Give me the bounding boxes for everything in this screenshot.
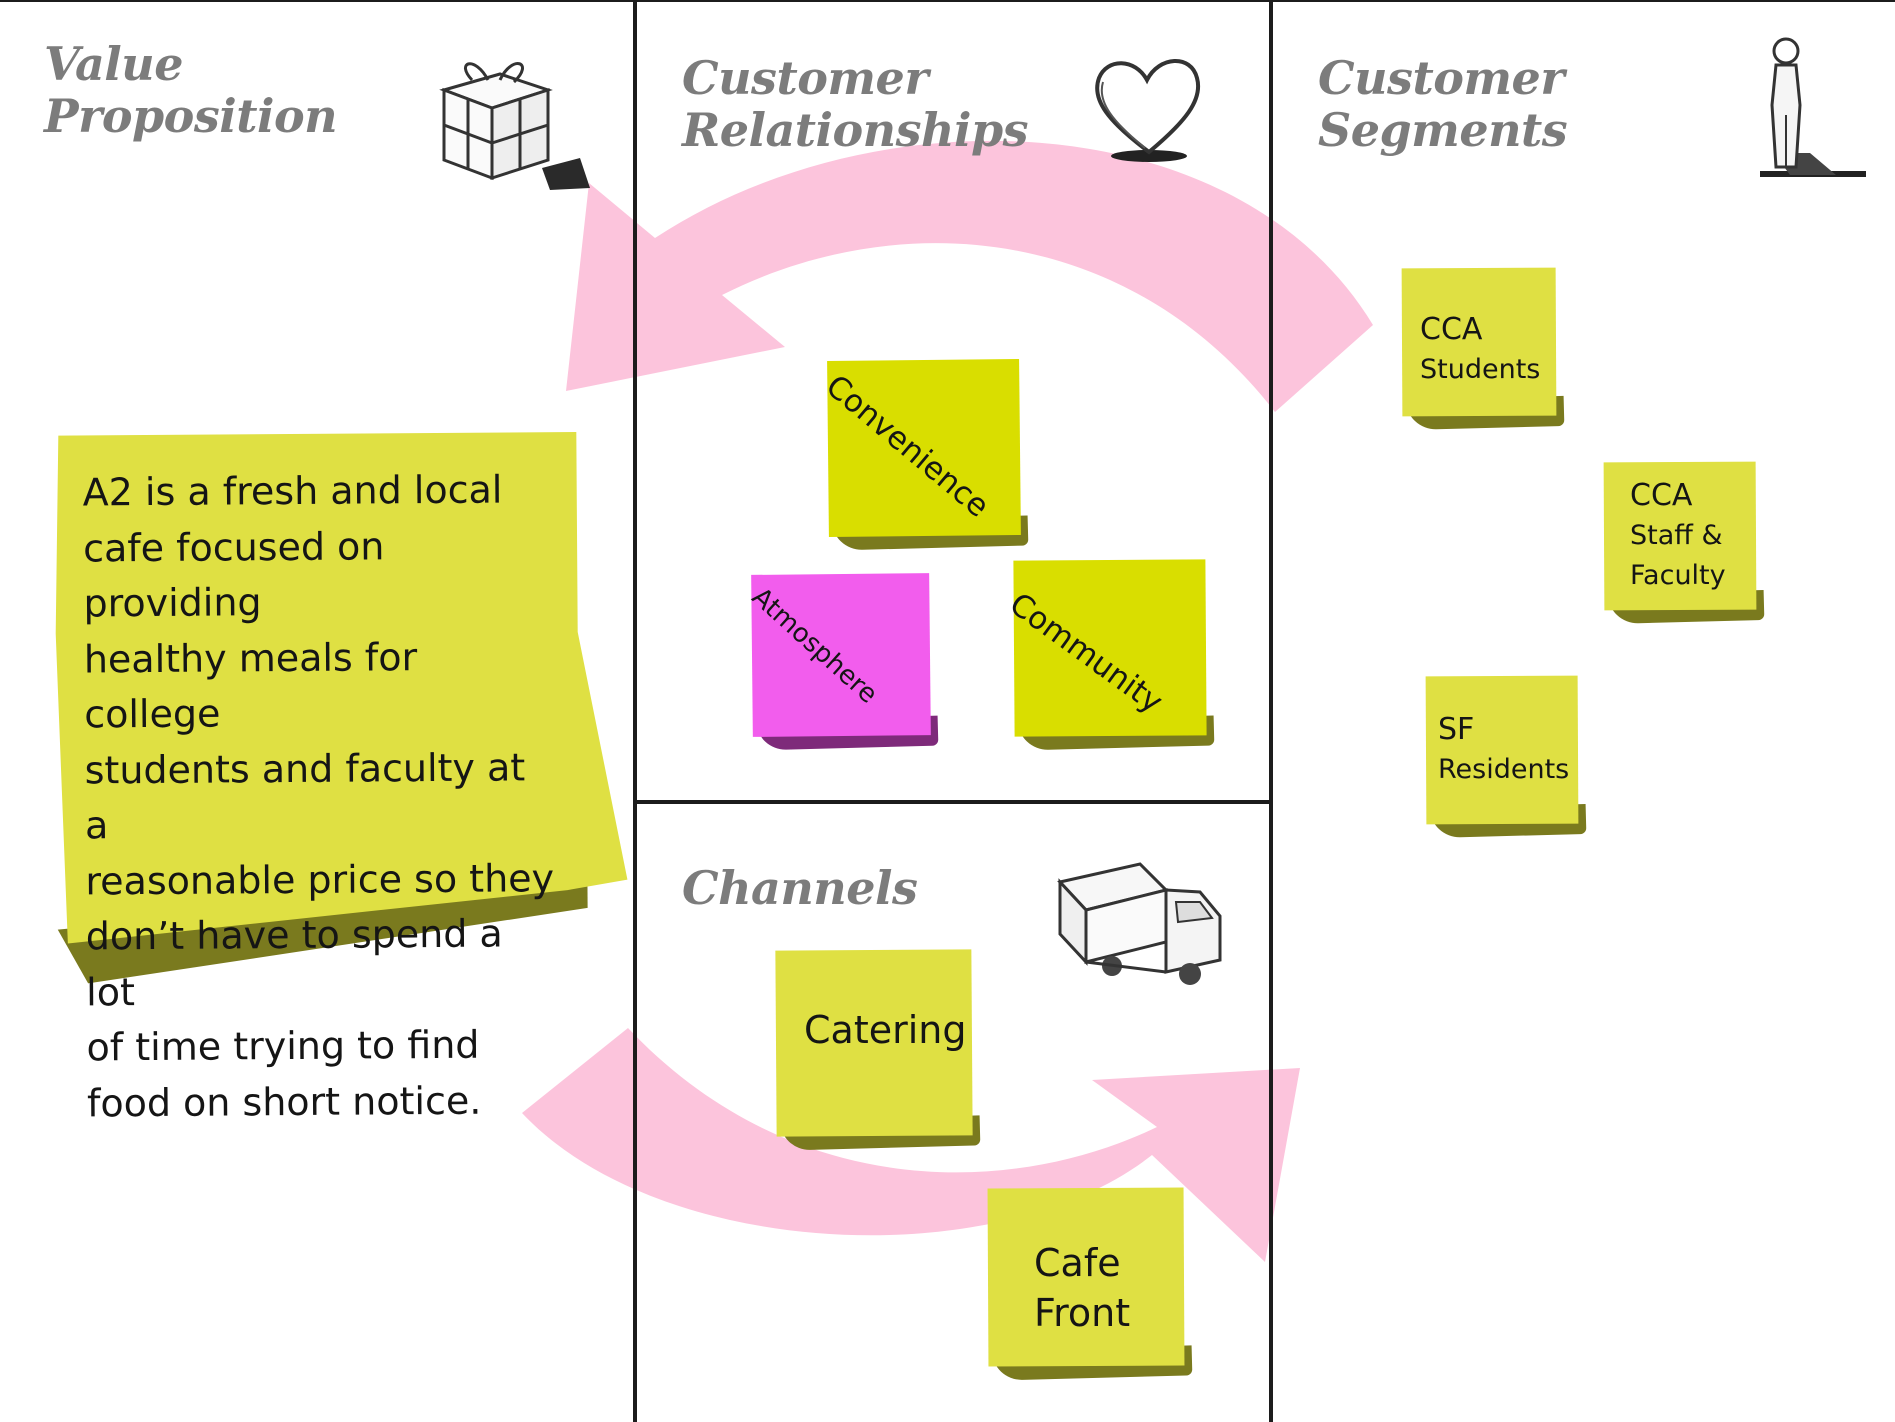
catering-note: Catering xyxy=(775,949,981,1151)
value-statement-line-4: students and faculty at a xyxy=(84,744,526,848)
catering-note-text: Catering xyxy=(804,1008,967,1052)
customer-relationships-heading: Customer Relationships xyxy=(682,51,1029,157)
cca-students-line-2: Students xyxy=(1420,354,1541,385)
truck-icon xyxy=(1057,862,1222,985)
cafe-front-line-2: Front xyxy=(1034,1291,1131,1335)
grid-line-right xyxy=(1269,0,1273,1422)
value-statement-text: A2 is a fresh and local cafe focused on … xyxy=(83,462,558,1131)
sf-residents-line-2: Residents xyxy=(1438,754,1570,785)
customer-relationships-heading-line1: Customer xyxy=(682,51,929,105)
value-statement-sheet xyxy=(55,431,628,984)
cca-staff-line-1: CCA xyxy=(1630,478,1693,513)
top-cycle-arrow xyxy=(566,140,1373,412)
value-statement-line-2: cafe focused on providing xyxy=(82,523,385,626)
value-proposition-heading: Value Proposition xyxy=(44,37,338,143)
value-statement-line-5: reasonable price so they xyxy=(85,855,555,903)
cafe-front-text: Cafe Front xyxy=(1034,1238,1130,1338)
channels-heading-text: Channels xyxy=(682,861,918,915)
bottom-cycle-arrow xyxy=(522,1028,1300,1262)
grid-line-middle xyxy=(633,800,1273,804)
cca-staff-line-2: Staff & xyxy=(1630,520,1723,551)
cca-staff-faculty-note: CCA Staff & Faculty xyxy=(1603,461,1765,625)
customer-segments-heading: Customer Segments xyxy=(1318,51,1568,157)
heart-icon xyxy=(1095,59,1201,162)
value-statement-line-6: don’t have to spend a lot xyxy=(85,911,503,1014)
value-proposition-heading-line2: Proposition xyxy=(44,89,338,143)
value-statement-line-7: of time trying to find xyxy=(86,1022,480,1070)
cca-students-text: CCA Students xyxy=(1420,310,1540,390)
gift-icon xyxy=(439,62,590,190)
grid-line-top xyxy=(0,0,1895,2)
convenience-note: Convenience xyxy=(819,358,1029,551)
community-note: Community xyxy=(1003,559,1215,751)
value-proposition-heading-line1: Value xyxy=(44,37,183,91)
cafe-front-note: Cafe Front xyxy=(987,1187,1193,1381)
cca-students-note: CCA Students xyxy=(1401,267,1565,431)
customer-segments-heading-line1: Customer xyxy=(1318,51,1565,105)
value-statement-note: A2 is a fresh and local cafe focused on … xyxy=(34,430,628,1125)
person-icon xyxy=(1760,37,1866,177)
sf-residents-line-1: SF xyxy=(1438,712,1475,747)
channels-heading: Channels xyxy=(682,861,918,915)
value-statement-line-3: healthy meals for college xyxy=(83,634,418,737)
customer-segments-heading-line2: Segments xyxy=(1318,103,1568,157)
grid-line-left xyxy=(633,0,637,1422)
atmosphere-note: Atmosphere xyxy=(746,573,939,751)
cca-staff-faculty-text: CCA Staff & Faculty xyxy=(1630,476,1726,596)
value-statement-line-1: A2 is a fresh and local xyxy=(82,467,503,515)
value-statement-line-8: food on short notice. xyxy=(86,1078,482,1125)
sf-residents-note: SF Residents xyxy=(1425,675,1587,839)
cca-students-line-1: CCA xyxy=(1420,312,1483,347)
sf-residents-text: SF Residents xyxy=(1438,710,1569,790)
cafe-front-line-1: Cafe xyxy=(1034,1241,1121,1285)
customer-relationships-heading-line2: Relationships xyxy=(682,103,1029,157)
cca-staff-line-3: Faculty xyxy=(1630,560,1726,591)
